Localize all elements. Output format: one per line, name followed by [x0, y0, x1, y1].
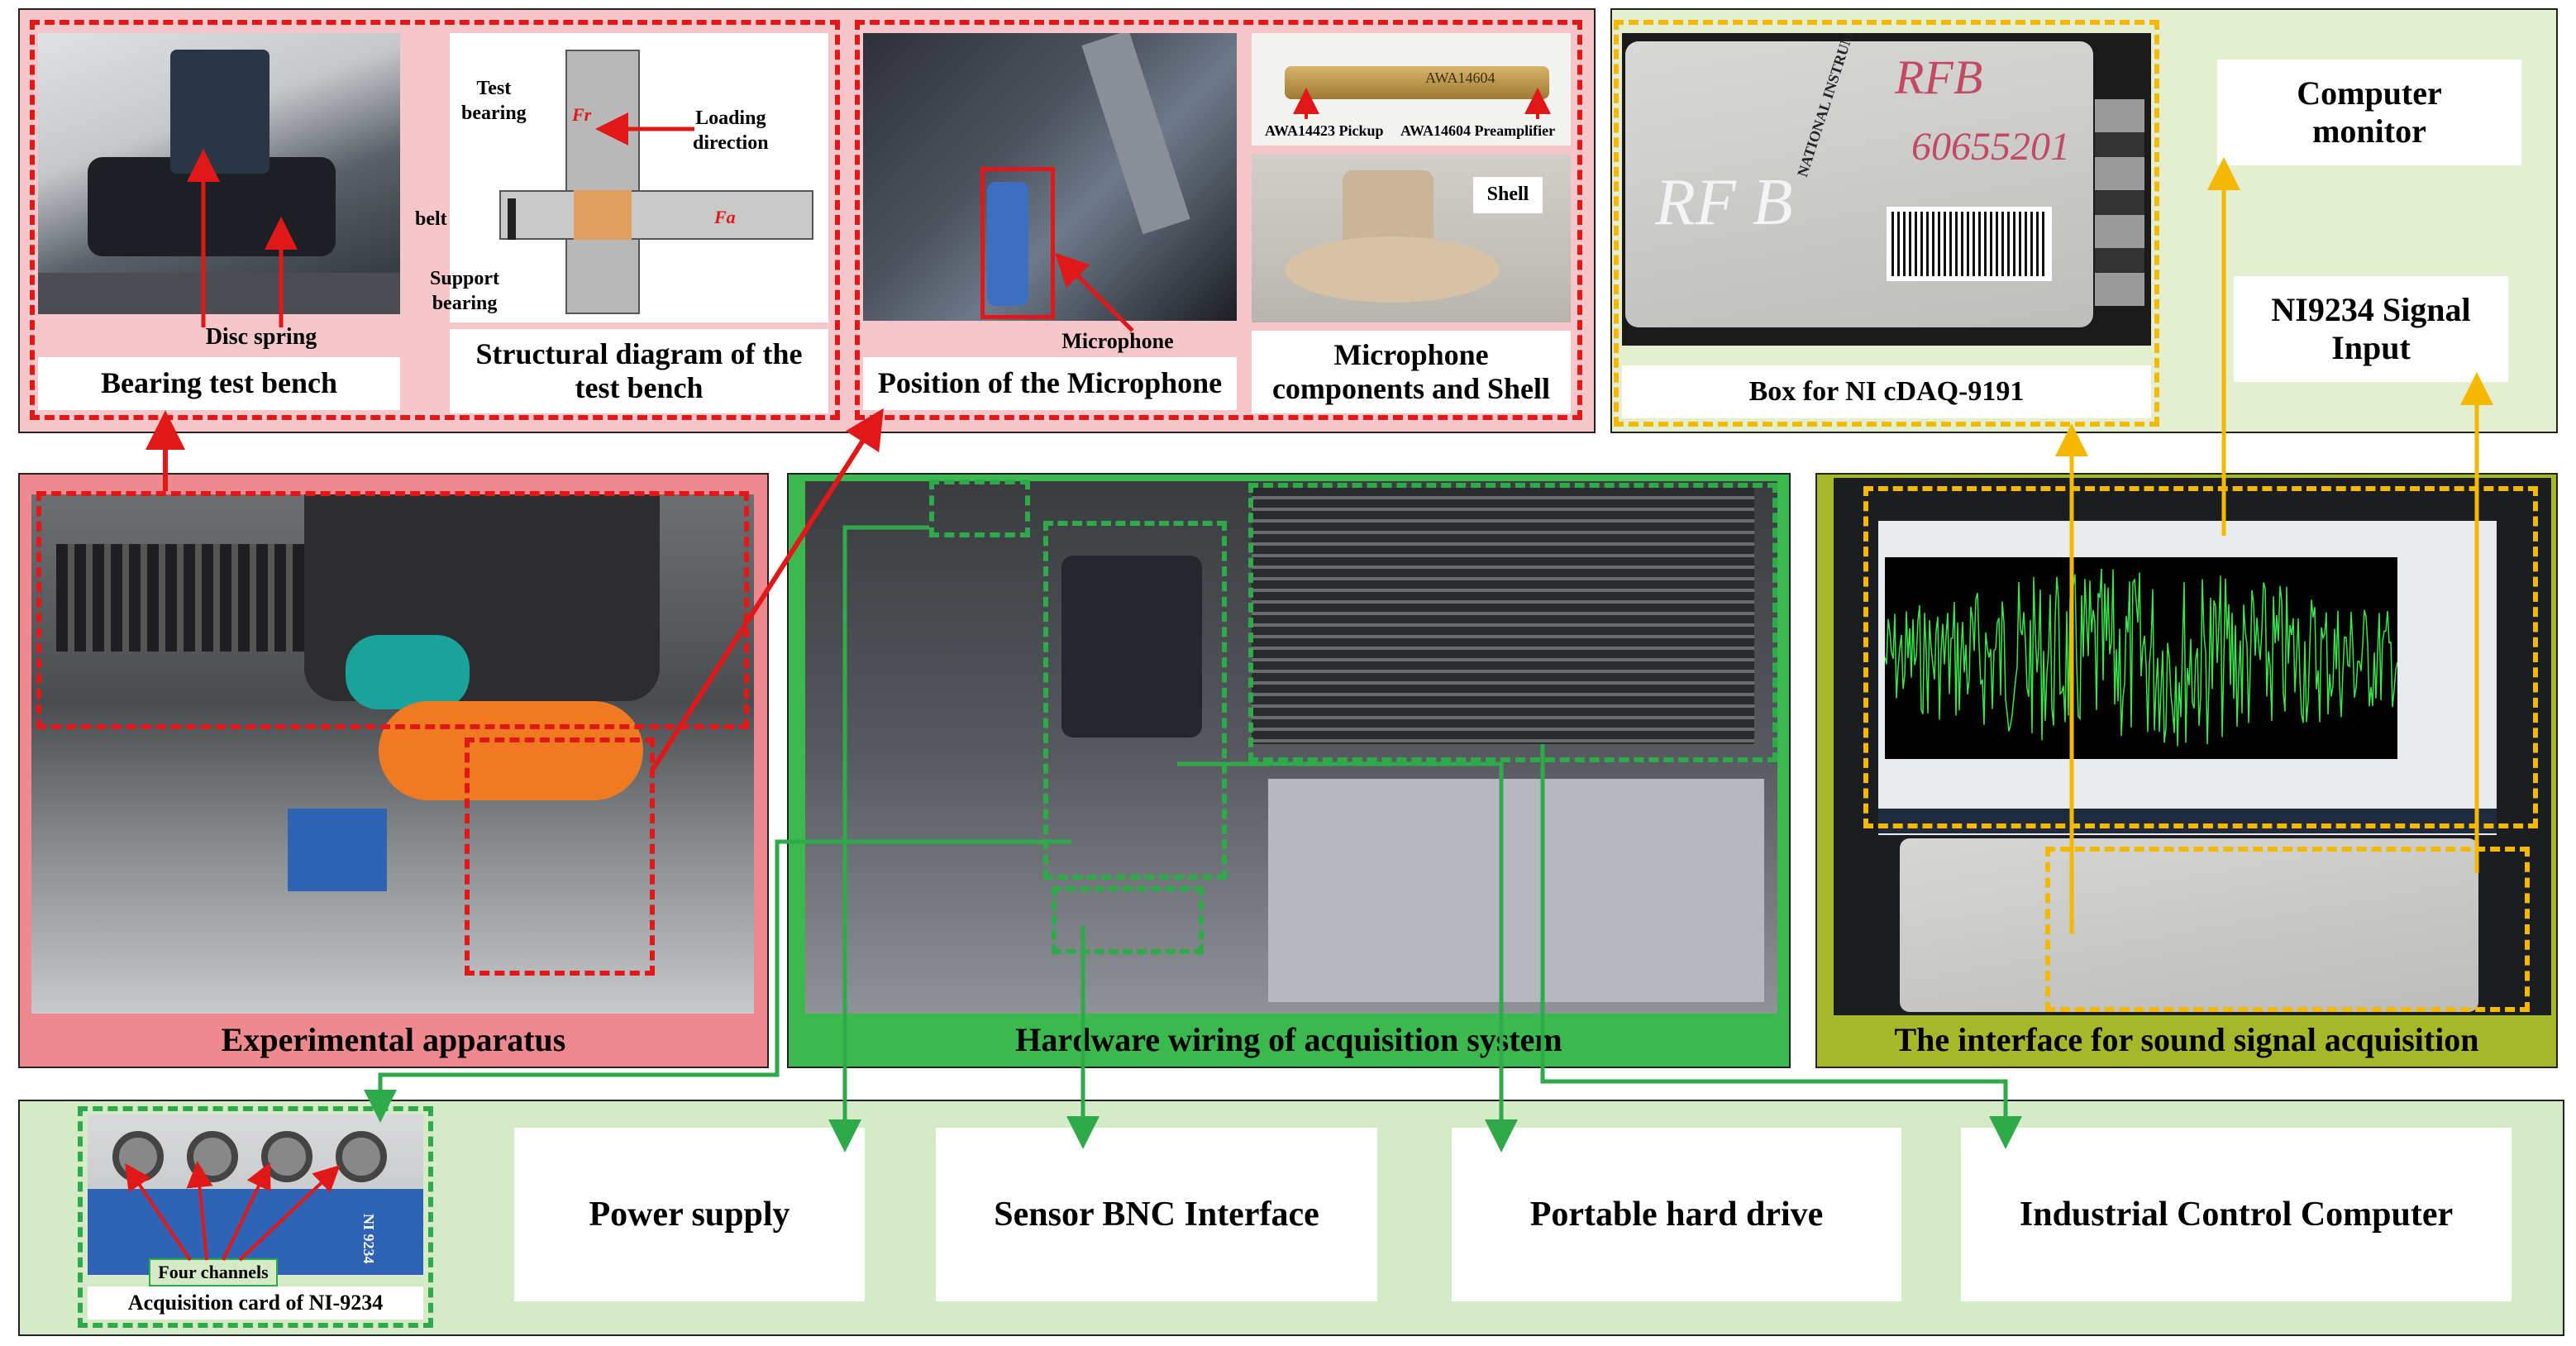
- microphone-highlight-box: [980, 167, 1055, 319]
- microphone-label: Microphone: [1061, 329, 1174, 353]
- hard-drive-frame: [1043, 521, 1227, 880]
- bnc-port-2: [187, 1131, 238, 1182]
- apparatus-spring: [56, 544, 304, 652]
- disc-spring-label: Disc spring: [205, 324, 317, 350]
- bearing-test-bench-label: Bearing test bench: [38, 357, 400, 410]
- monitor-line1: Computer: [2297, 74, 2442, 112]
- box-frame: [1614, 20, 2159, 427]
- waveform-trace: [1885, 568, 2397, 747]
- struct-label-line1: Structural diagram of the: [475, 336, 803, 370]
- microphone-position-label: Position of the Microphone: [863, 357, 1237, 410]
- struct-shaft-horizontal: [499, 190, 813, 240]
- experimental-caption: Experimental apparatus: [221, 1021, 566, 1058]
- test-bearing-line1: Test: [476, 78, 512, 99]
- preamplifier-label: AWA14604 Preamplifier: [1400, 122, 1556, 139]
- bnc-frame: [1052, 886, 1204, 954]
- bench-group-frame: [30, 20, 840, 420]
- heatsink: [1252, 488, 1754, 744]
- bench-highlight-frame: [36, 491, 749, 729]
- mic-holder: [987, 182, 1028, 306]
- signal-line1: NI9234 Signal: [2271, 291, 2471, 328]
- bnc-port-4: [336, 1131, 387, 1182]
- ni-connectors: [2095, 99, 2144, 306]
- power-supply-label: Power supply: [514, 1128, 865, 1301]
- bnc-port-3: [261, 1131, 312, 1182]
- box-label: Box for NI cDAQ-9191: [1622, 365, 2151, 418]
- mic-body-text: AWA14604: [1425, 69, 1496, 86]
- signal-input-label: NI9234 Signal Input: [2234, 276, 2508, 382]
- monitor-highlight-frame: [1863, 486, 2538, 828]
- mic-highlight-frame: [465, 737, 655, 976]
- hard-drive-label: Portable hard drive: [1452, 1128, 1901, 1301]
- ni-barcode: [1887, 207, 2052, 281]
- handwriting-serial: 60655201: [1911, 125, 2070, 169]
- mic-components-line1: Microphone: [1333, 337, 1489, 371]
- card-frame: [78, 1106, 433, 1328]
- microphone-position-photo: [863, 33, 1237, 321]
- belt-label: belt: [415, 208, 447, 230]
- loading-line1: Loading: [695, 107, 766, 129]
- computer-monitor-label: Computer monitor: [2217, 60, 2521, 165]
- shell-label: Shell: [1473, 177, 1543, 213]
- force-a-label: Fa: [714, 207, 736, 227]
- support-line1: Support: [430, 268, 500, 289]
- apparatus-orange-cloth: [379, 701, 643, 800]
- support-bearing-label: Support bearing: [430, 266, 499, 316]
- shell-top: [1343, 170, 1433, 245]
- pickup-label: AWA14423 Pickup: [1265, 122, 1384, 139]
- device-highlight-frame: [2045, 847, 2530, 1012]
- sensor-bnc-label: Sensor BNC Interface: [936, 1128, 1377, 1301]
- shell-cone: [1285, 236, 1500, 303]
- waveform: [1885, 568, 2397, 747]
- support-line2: bearing: [432, 293, 498, 314]
- signal-line2: Input: [2331, 329, 2411, 366]
- handwriting-rf-b: RF B: [1655, 166, 1793, 239]
- loading-direction-label: Loading direction: [693, 106, 769, 155]
- bnc-port-1: [112, 1131, 164, 1182]
- ni-cdaq-box-photo: RFB 60655201 RF B NATIONAL INSTRUMENTS: [1622, 33, 2151, 346]
- interface-caption: The interface for sound signal acquisiti…: [1894, 1021, 2479, 1058]
- bearing-test-bench-photo: [38, 33, 400, 314]
- hard-drive-body: [1061, 556, 1202, 737]
- bench-housing: [170, 50, 270, 174]
- mic-metal-arm: [1081, 33, 1190, 235]
- computer-frame: [1248, 483, 1777, 762]
- test-bearing-label: Test bearing: [461, 76, 527, 126]
- force-r-label: Fr: [572, 104, 592, 125]
- ni-9234-card-photo: NI 9234: [88, 1115, 423, 1275]
- structural-diagram-label: Structural diagram of the test bench: [450, 329, 828, 413]
- acquisition-card-label: Acquisition card of NI-9234: [88, 1286, 423, 1320]
- four-channels-label: Four channels: [149, 1258, 278, 1286]
- structural-diagram: [450, 33, 828, 322]
- metal-plate: [1268, 779, 1764, 1002]
- test-bearing-line2: bearing: [461, 103, 527, 124]
- microphone-components-label: Microphone components and Shell: [1252, 331, 1571, 413]
- struct-bearing-core: [574, 190, 632, 240]
- card-text: NI 9234: [360, 1214, 377, 1264]
- power-supply-frame: [929, 480, 1030, 537]
- handwriting-rfb: RFB: [1895, 50, 1983, 104]
- monitor-line2: monitor: [2312, 112, 2426, 150]
- mic-components-line2: components and Shell: [1271, 372, 1551, 405]
- apparatus-teal-cloth: [346, 635, 470, 709]
- struct-label-line2: test bench: [575, 371, 704, 404]
- mic-body: [1285, 66, 1549, 99]
- struct-shaft-vertical: [565, 50, 640, 314]
- loading-line2: direction: [693, 132, 769, 154]
- industrial-pc-label: Industrial Control Computer: [1961, 1128, 2512, 1301]
- mic-group-frame: [855, 20, 1582, 420]
- hardware-caption: Hardware wiring of acquisition system: [1015, 1021, 1562, 1058]
- bench-floor: [38, 273, 400, 314]
- apparatus-blue-base: [288, 809, 387, 891]
- struct-belt: [508, 198, 516, 240]
